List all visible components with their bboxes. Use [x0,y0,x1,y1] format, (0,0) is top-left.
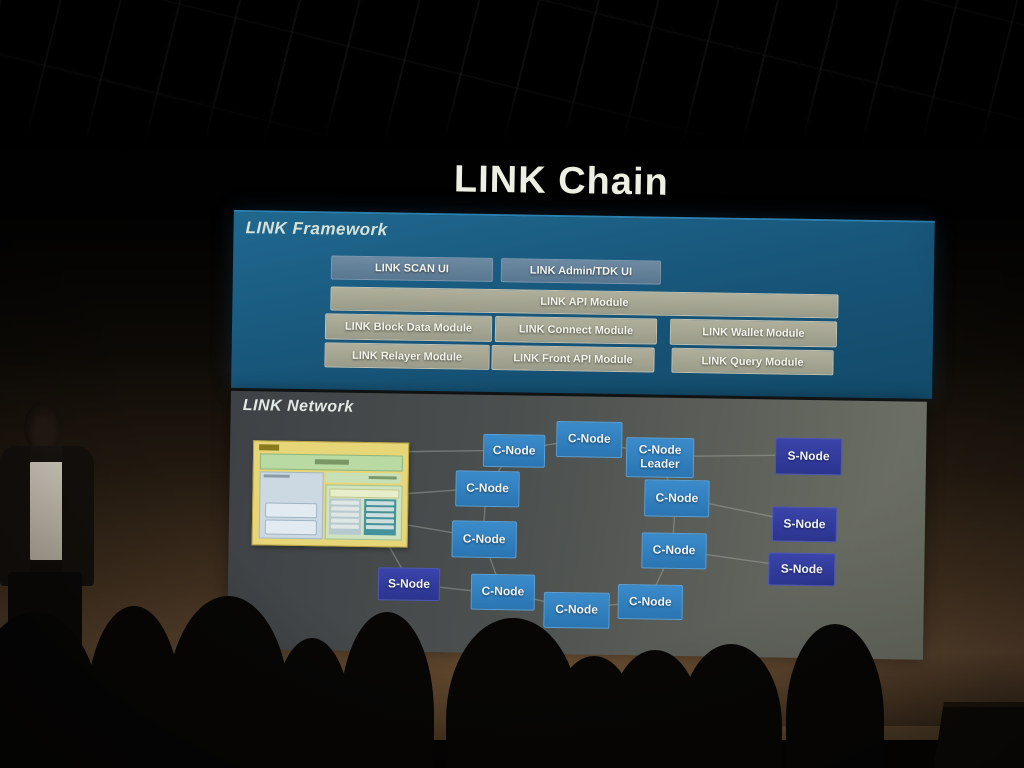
mini-diagram-sub-panel [328,498,362,535]
c-node-leader-box: C-Node Leader [625,437,695,479]
mini-diagram-strip [329,488,400,499]
c-node-box: C-Node [617,583,684,620]
module-box-link-connect-module: LINK Connect Module [494,316,658,345]
s-node-box: S-Node [768,552,836,587]
c-node-box: C-Node [482,433,546,468]
module-box-link-front-api-module: LINK Front API Module [491,344,655,373]
mini-diagram-left-panel [258,471,324,540]
c-node-box: C-Node [470,573,536,611]
presenter-shirt [28,462,66,560]
audience-silhouette [680,644,782,768]
module-box-link-wallet-module: LINK Wallet Module [669,318,838,348]
c-node-box: C-Node [455,470,520,508]
presenter-jacket-lapel [62,446,94,586]
speaker-equipment [932,702,1024,768]
s-node-box: S-Node [377,567,441,602]
slide-title: LINK Chain [453,158,670,204]
mini-diagram-tag [259,444,280,451]
audience-silhouette [340,612,434,768]
module-box-link-scan-ui: LINK SCAN UI [330,255,494,282]
presenter-jacket-lapel [0,446,30,586]
presenter-head [24,402,61,452]
framework-panel: LINK Framework LINK SCAN UI LINK Admin/T… [231,209,935,399]
mini-diagram-left-box [265,502,318,519]
mini-diagram-sub-panel [363,498,397,536]
mini-architecture-diagram [251,440,410,548]
module-box-link-block-data-module: LINK Block Data Module [324,313,493,342]
c-node-box: C-Node [451,520,517,559]
module-box-link-admin-tdk-ui: LINK Admin/TDK UI [500,258,662,285]
network-panel: LINK Network [226,390,927,660]
mini-diagram-left-box [264,519,317,536]
c-node-box: C-Node [641,532,707,570]
mini-diagram-right-panel [324,484,403,541]
ceiling-truss [0,0,1024,150]
audience-silhouette [786,624,884,768]
s-node-box: S-Node [771,506,838,543]
c-node-box: C-Node [644,479,710,518]
mini-diagram-right-header [325,472,401,484]
module-box-link-relayer-module: LINK Relayer Module [324,342,490,370]
module-box-link-query-module: LINK Query Module [671,347,834,376]
audience-silhouette [0,688,280,768]
projector-slide: LINK Chain LINK Framework LINK SCAN UI L… [172,122,944,666]
c-node-leader-line2: Leader [640,456,680,471]
framework-label: LINK Framework [245,218,388,240]
c-node-box: C-Node [543,591,610,629]
mini-diagram-header [259,453,404,472]
module-box-link-api-module: LINK API Module [330,286,839,319]
c-node-box: C-Node [556,420,623,459]
s-node-box: S-Node [774,437,843,476]
